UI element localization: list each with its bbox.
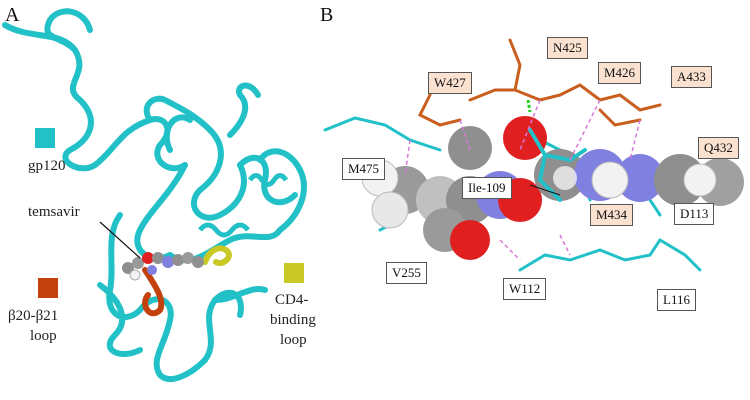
beta-loop-swatch <box>38 278 58 298</box>
panel-a-label: A <box>5 4 20 26</box>
interaction-lines <box>404 99 641 261</box>
residue-label-m426: M426 <box>598 62 642 84</box>
residue-label-d113: D113 <box>674 203 715 225</box>
gp120-swatch <box>35 128 55 148</box>
panel-b-label: B <box>320 4 334 26</box>
residue-label-m475: M475 <box>342 158 386 180</box>
residue-label-m434: M434 <box>590 204 634 226</box>
residue-label-n425: N425 <box>547 37 588 59</box>
temsavir-spheres-a <box>122 252 204 281</box>
orange-residue-sticks <box>417 38 662 127</box>
ile109-stick <box>528 128 587 202</box>
temsavir-spheres-b <box>361 116 744 260</box>
cd4-legend-line2: binding <box>270 312 316 328</box>
residue-label-q432: Q432 <box>698 137 739 159</box>
residue-label-l116: L116 <box>657 289 696 311</box>
beta-loop-legend-line2: loop <box>30 328 57 344</box>
temsavir-pointer <box>99 221 141 259</box>
beta20-beta21-loop-ribbon <box>142 267 165 317</box>
cd4-legend-line3: loop <box>280 332 307 348</box>
hbond-green <box>526 99 532 113</box>
residue-label-ile109: Ile-109 <box>462 177 512 199</box>
cd4-legend-line1: CD4- <box>275 292 309 308</box>
residue-label-a433: A433 <box>671 66 712 88</box>
cd4-loop-swatch <box>284 263 304 283</box>
cd4-binding-loop-ribbon <box>202 245 232 266</box>
helix-2 <box>247 173 289 187</box>
residue-label-w112: W112 <box>503 278 547 300</box>
temsavir-label: temsavir <box>28 204 80 220</box>
gp120-legend-label: gp120 <box>28 158 66 174</box>
beta-loop-legend-line1: β20-β21 <box>8 308 59 324</box>
helix-1 <box>198 222 250 238</box>
residue-label-v255: V255 <box>386 262 427 284</box>
label-leaders <box>529 184 561 196</box>
residue-label-w427: W427 <box>428 72 472 94</box>
